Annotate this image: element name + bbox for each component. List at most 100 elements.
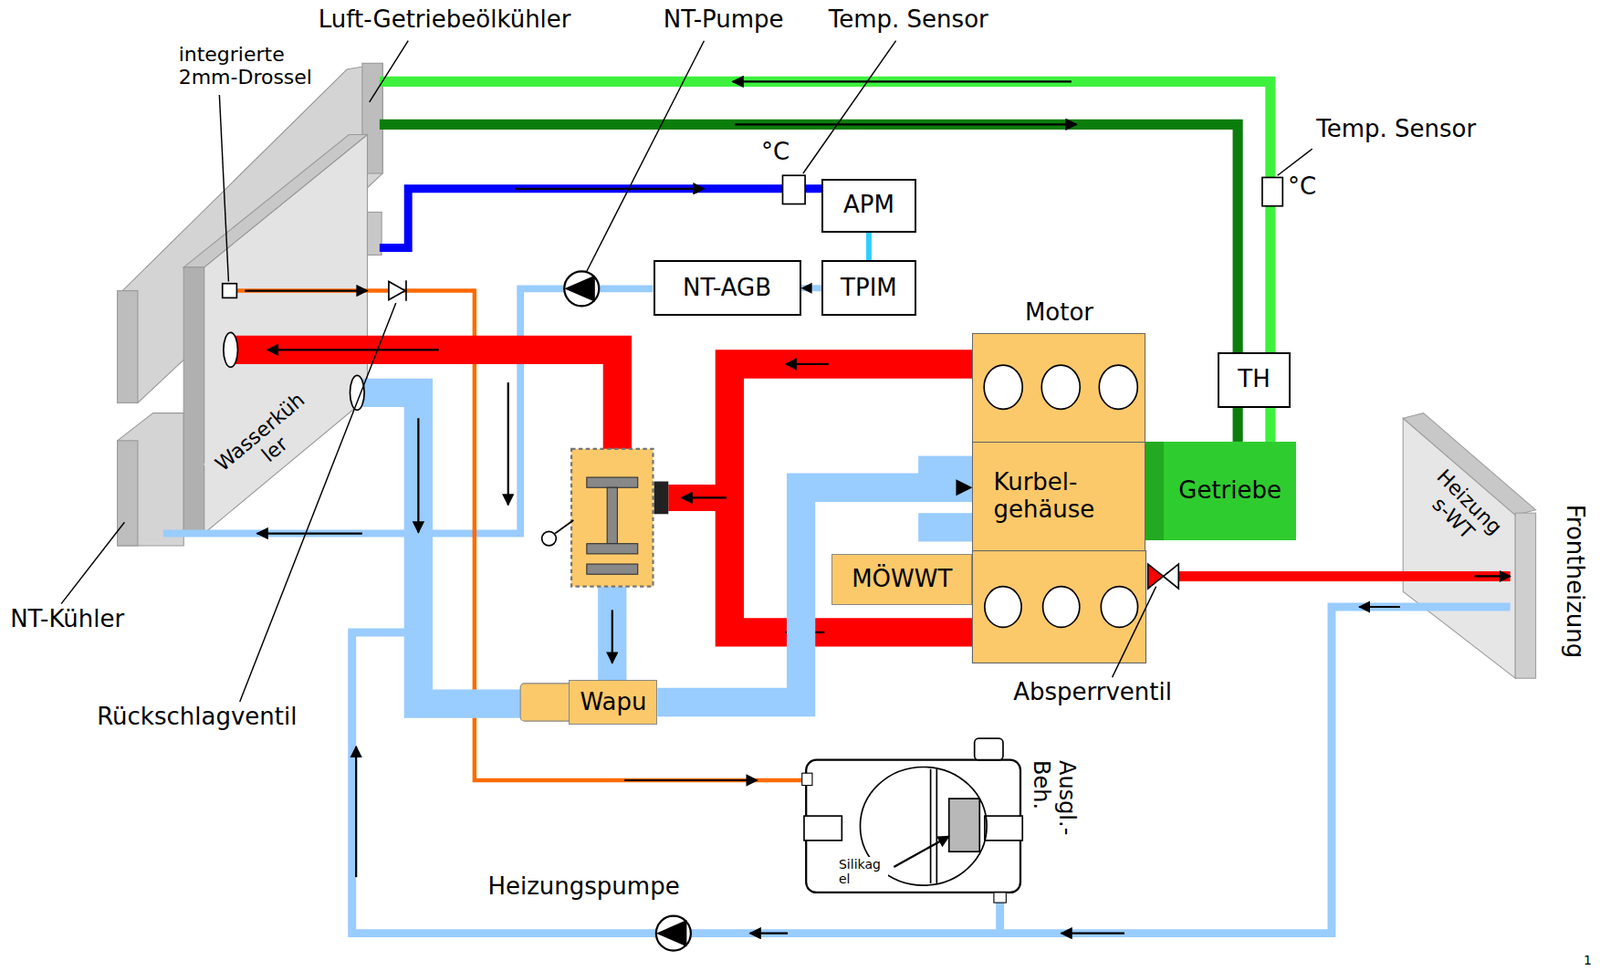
box-label: MÖWWT [851,565,952,594]
nt-pump-symbol [564,275,596,303]
nt-pump [564,271,599,306]
leader-line [240,303,397,702]
check-valve-seat [405,280,408,301]
flow-arrow [1359,606,1401,608]
water-pump: Wapu [568,679,658,724]
cylinder [1100,586,1138,628]
arrow-head [801,282,813,294]
tank-port [993,892,1006,903]
leader-line [369,41,408,103]
label-anchor: Frontheizung [1560,504,1589,659]
box-label: Kurbel- gehäuse [993,469,1121,524]
tank-port [802,773,813,785]
label-anchor: 1 [1583,952,1592,968]
thermostat-port [654,481,670,515]
thermostat-part [586,477,638,488]
pipe-connector [801,282,822,294]
oil-cooler-box: MÖWWT [831,554,973,606]
cylinder [984,366,1024,410]
part-label: Rückschlagventil [96,703,297,732]
temp-sensor [1262,177,1283,206]
flow-arrow [785,363,829,366]
flow-arrow [1474,575,1510,577]
leader-line [1277,148,1313,176]
crankcase-box: Kurbel- gehäuse [972,441,1146,552]
part-label: °C [1287,173,1317,201]
flow-arrow [734,123,1078,126]
thermostat-part [586,543,638,555]
flow-arrow [257,532,363,534]
part-label: Wasserküh ler [203,381,332,500]
label-anchor: Heizung s-WT [1412,461,1510,559]
leader-line [61,522,125,604]
part-label: Heizungspumpe [487,873,680,901]
part-label: Temp. Sensor [828,6,989,34]
label-anchor: Luft-Getriebeölkühler [318,6,572,34]
engine-block: Motor [972,333,1146,443]
engine-heading: Motor [1024,299,1094,327]
radiator-port [349,375,365,410]
pipe [1265,407,1276,442]
part-label: Temp. Sensor [1316,115,1476,144]
water-radiator-top [183,135,367,268]
pipe-connector [657,479,973,702]
oil-cooler-face [117,291,138,404]
heater-pump [656,916,691,952]
leader-line [803,41,897,174]
box-label: APM [843,191,895,220]
radiator-port [223,332,239,367]
label-anchor: Temp. Sensor [828,6,989,34]
flow-arrow [515,188,705,190]
water-radiator-face [183,267,204,534]
heater-core-face [1515,512,1536,679]
label-anchor: Temp. Sensor [1316,115,1476,144]
flow-arrow [355,746,357,878]
leader-line [586,41,705,272]
tank-cap [974,738,1004,760]
heater-pump-symbol [656,920,688,947]
tank-wall [935,769,938,884]
flow-arrow [507,382,510,505]
cylinder-row [972,334,1145,442]
thermostat-part [586,564,638,575]
part-label: Absperrventil [1013,679,1172,707]
label-anchor: Rückschlagventil [96,703,297,732]
heater-return-pipe [352,606,1511,934]
label-anchor: Silikag el [838,857,889,887]
tank-flange [984,815,1023,841]
pipe [657,487,973,702]
box-label: NT-AGB [682,274,772,303]
part-label: integrierte 2mm-Drossel [178,42,321,90]
flow-arrow [267,348,440,351]
bypass-pipe [668,484,730,512]
thermostat-lever [542,531,557,546]
silica-gel-arrow [893,836,949,868]
box-label: TPIM [840,274,898,303]
silica-gel-cartridge [949,798,981,852]
tank-wall [930,769,932,884]
engine-block [972,551,1146,664]
part-label: °C [761,138,790,167]
leader-line [1112,586,1157,678]
orifice [222,283,238,299]
transmission-box: Getriebe [1145,441,1296,541]
label-anchor: Absperrventil [1013,679,1172,707]
flow-arrow [681,496,727,499]
pipe [866,232,872,261]
part-label: 1 [1583,952,1592,968]
flow-arrow [732,80,1072,83]
box-label: Getriebe [1178,477,1282,505]
flow-arrow [750,932,788,935]
part-label: NT-Pumpe [663,6,785,34]
label-anchor: °C [1287,173,1317,201]
pipe-connector [867,232,869,261]
label-anchor: Ausgl.- Beh. [1027,760,1078,852]
pipe [1233,407,1244,442]
crankcase-port [918,512,973,542]
label-anchor: NT-Kühler [10,606,125,634]
part-label: Heizung s-WT [1412,461,1510,559]
part-label: Frontheizung [1560,504,1589,659]
thermostat-box: TH [1217,352,1291,408]
part-label: NT-Kühler [10,606,125,634]
